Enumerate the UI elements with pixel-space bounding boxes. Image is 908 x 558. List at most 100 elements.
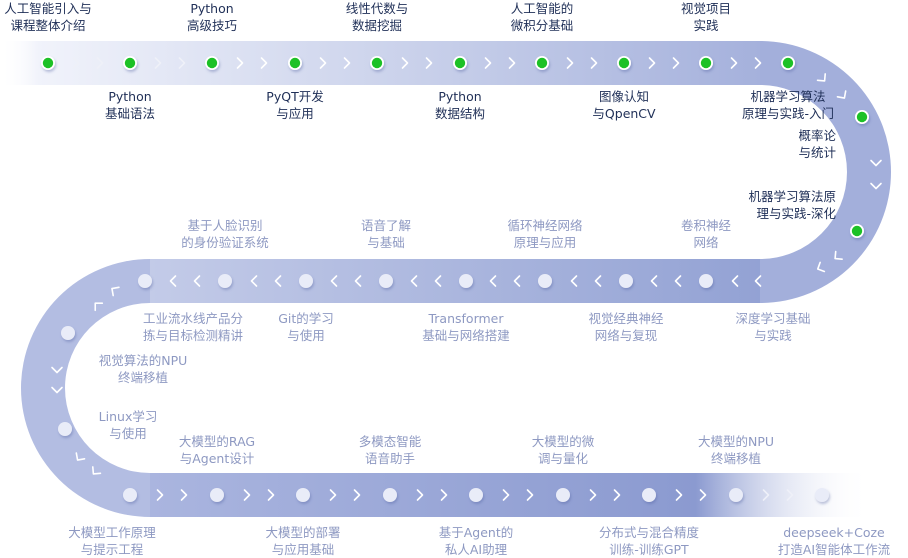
chevron-arrow-icon [250,275,258,287]
chevron-arrow-icon [401,57,409,69]
milestone-label-line: 打造AI智能体工作流 [777,542,891,557]
pending-milestone-dot [459,274,473,288]
chevron-arrow-icon [731,275,739,287]
chevron-arrow-icon [51,386,63,394]
milestone-label: 基于Agent的私人AI助理 [439,524,514,558]
chevron-arrow-icon [156,489,164,501]
chevron-arrow-icon [51,366,63,374]
milestone-label-line: 与统计 [798,145,836,160]
milestone-label: 大模型的微调与量化 [532,433,595,467]
milestone-label-line: 语音助手 [364,451,416,466]
road-curve-right [760,41,891,303]
milestone-label-line: 的身份验证系统 [181,235,269,250]
chevron-arrow-icon [590,57,598,69]
pending-milestone-dot [383,488,397,502]
chevron-arrow-icon [154,57,162,69]
chevron-arrow-icon [489,275,497,287]
completed-milestone-dot [535,56,549,70]
milestone-label-line: Python [190,1,234,16]
milestone-label-line: 分布式与混合精度 [598,525,700,540]
milestone-label-line: 线性代数与 [345,1,409,16]
milestone-label: 机器学习算法原理与实践-深化 [748,188,836,222]
milestone-label-line: 深度学习基础 [735,311,811,326]
milestone-label-line: 与使用 [287,328,325,343]
completed-milestone-dot [41,56,55,70]
milestone-label-line: 数据挖掘 [351,18,403,33]
pending-milestone-dot [729,488,743,502]
milestone-label-line: 与基础 [367,235,405,250]
milestone-label: 工业流水线产品分拣与目标检测精讲 [143,310,243,344]
chevron-arrow-icon [674,275,682,287]
chevron-arrow-icon [836,90,847,99]
milestone-label-line: Git的学习 [278,311,334,326]
pending-milestone-dot [469,488,483,502]
milestone-label-line: Python [108,89,152,104]
milestone-label: 人工智能引入与课程整体介绍 [4,0,92,34]
milestone-label-line: 人工智能引入与 [4,1,92,16]
chevron-arrow-icon [180,489,188,501]
milestone-label-line: 图像认知 [598,89,650,104]
milestone-label-line: 循环神经网络 [507,218,583,233]
chevron-arrow-icon [502,489,510,501]
milestone-label-line: 视觉经典神经 [588,311,664,326]
pending-milestone-dot [699,274,713,288]
chevron-arrow-icon [699,489,707,501]
chevron-arrow-icon [267,489,275,501]
milestone-label-line: 大模型的微 [531,434,595,449]
chevron-arrow-icon [589,489,597,501]
chevron-arrow-icon [870,182,882,190]
chevron-arrow-icon [169,275,177,287]
completed-milestone-dot [123,56,137,70]
milestone-label-line: 与提示工程 [80,542,144,557]
milestone-label-line: 终端移植 [117,370,169,385]
milestone-label-line: 基础与网络搭建 [422,328,510,343]
chevron-arrow-icon [754,275,762,287]
chevron-arrow-icon [329,489,337,501]
milestone-label-line: 实践 [693,18,719,33]
chevron-arrow-icon [526,489,534,501]
milestone-label-line: 原理与实践-入门 [741,106,835,121]
chevron-arrow-icon [319,57,327,69]
milestone-label: 线性代数与数据挖掘 [346,0,409,34]
chevron-arrow-icon [816,261,826,273]
milestone-label-line: 大模型的部署 [265,525,341,540]
chevron-arrow-icon [72,57,80,69]
milestone-label: 视觉经典神经网络与复现 [588,310,663,344]
milestone-label-line: 数据结构 [434,106,486,121]
chevron-arrow-icon [410,275,418,287]
completed-milestone-dot [288,56,302,70]
chevron-arrow-icon [75,452,86,461]
milestone-label: 概率论与统计 [798,127,836,161]
milestone-label-line: deepseek+Coze [783,525,885,540]
milestone-label-line: 与实践 [754,328,792,343]
pending-milestone-dot [58,422,72,436]
milestone-label-line: 与QpenCV [592,106,656,121]
milestone-label-line: 课程整体介绍 [10,18,86,33]
milestone-label-line: 网络与复现 [594,328,658,343]
completed-milestone-dot [699,56,713,70]
milestone-label-line: 与Agent设计 [179,451,255,466]
milestone-label: Python 基础语法 [105,88,155,122]
milestone-label-line: 基于人脸识别 [187,218,263,233]
pending-milestone-dot [619,274,633,288]
milestone-label: deepseek+Coze 打造AI智能体工作流 [778,524,890,558]
chevron-arrow-icon [96,57,104,69]
milestone-label: 分布式与混合精度训练-训练GPT [599,524,699,558]
milestone-label-line: 人工智能的 [510,1,574,16]
chevron-arrow-icon [594,275,602,287]
road-segment-middle [150,259,760,303]
chevron-arrow-icon [91,466,102,475]
milestone-label-line: 训练-训练GPT [609,542,689,557]
chevron-arrow-icon [570,275,578,287]
pending-milestone-dot [138,274,152,288]
chevron-arrow-icon [786,489,794,501]
milestone-label-line: 基础语法 [104,106,156,121]
milestone-label-line: 高级技巧 [186,18,238,33]
chevron-arrow-icon [672,57,680,69]
milestone-label-line: 网络 [693,235,719,250]
chevron-arrow-icon [111,286,120,297]
chevron-arrow-icon [243,489,251,501]
milestone-label-line: 多模态智能 [358,434,422,449]
pending-milestone-dot [379,274,393,288]
chevron-arrow-icon [566,57,574,69]
